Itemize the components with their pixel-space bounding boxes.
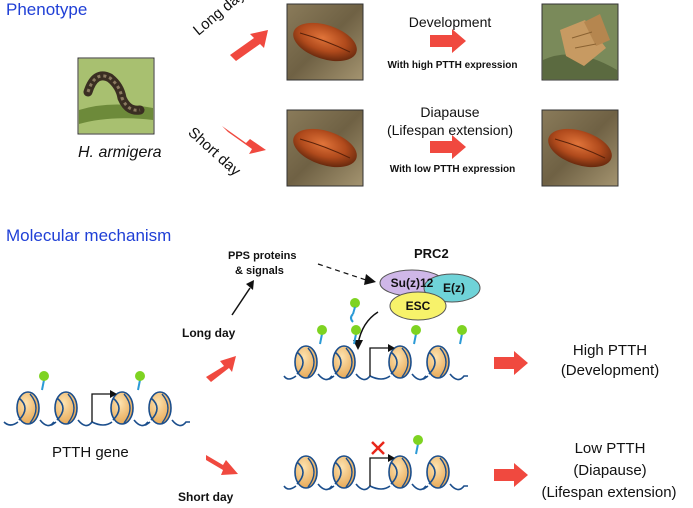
promoter-arrow — [369, 347, 388, 376]
mech-arrow-low — [494, 463, 528, 487]
arrow-long-day — [230, 30, 268, 61]
high-ptth-label: High PTTH — [572, 342, 648, 359]
methyl-mark — [39, 371, 49, 381]
suz12-label: Su(z)12 — [391, 276, 434, 290]
mechanism-title: Molecular mechanism — [6, 226, 172, 245]
development-label: Development — [408, 14, 492, 30]
dna-wrap — [334, 351, 342, 375]
pupa-photo-short — [286, 109, 364, 187]
promoter-arrowhead — [388, 344, 395, 352]
dna-wrap — [112, 397, 120, 421]
esc-label: ESC — [406, 299, 431, 313]
dna-wrap — [161, 393, 169, 424]
long-day-to-pps-arrowhead — [246, 280, 254, 290]
prc2-label: PRC2 — [414, 246, 449, 261]
promoter-arrowhead — [388, 454, 395, 462]
dna-wrap — [401, 347, 409, 378]
methyl-tail — [459, 333, 463, 345]
arrow-diapause — [430, 135, 466, 159]
dna-wrap — [439, 457, 447, 488]
phenotype-title: Phenotype — [6, 0, 88, 19]
dna-wrap — [428, 461, 436, 485]
dna-wrap — [18, 397, 26, 421]
dna-wrap — [334, 461, 342, 485]
caterpillar-photo — [77, 57, 155, 135]
mech-arrow-short-day — [206, 455, 238, 475]
dna-wrap — [390, 461, 398, 485]
methyl-mark — [457, 325, 467, 335]
promoter-arrow — [369, 457, 388, 486]
lifespan-label: (Lifespan extension) — [386, 122, 514, 138]
mech-long-day-label: Long day — [182, 326, 236, 340]
mech-arrow-long-day — [206, 356, 236, 382]
chromatin-short-day — [283, 435, 468, 491]
pps-dashed-arrow — [317, 263, 367, 281]
long-day-to-pps-arrow — [231, 287, 251, 316]
high-ptth-dev-label: (Development) — [560, 362, 660, 379]
dna-wrap — [307, 347, 315, 378]
dna-wrap — [345, 457, 353, 488]
methyl-tail — [413, 333, 417, 345]
pps-line1: PPS proteins — [228, 250, 297, 262]
promoter-arrowhead — [110, 390, 117, 398]
dna-wrap — [29, 393, 37, 424]
high-expression-note: With high PTTH expression — [387, 60, 518, 71]
methyl-mark — [135, 371, 145, 381]
pupa-photo-long — [286, 3, 364, 81]
prc2-complex: Su(z)12 E(z) ESC — [379, 269, 481, 321]
pupa-photo-diapause — [541, 109, 619, 187]
arrow-development — [430, 29, 466, 53]
methyl-tail — [415, 443, 419, 455]
dna-wrap — [439, 347, 447, 378]
prc2-recruit-arrowhead — [353, 340, 363, 350]
block-x-line — [371, 441, 385, 455]
methyl-mark — [317, 325, 327, 335]
methyl-mark — [351, 325, 361, 335]
low-expression-note: With low PTTH expression — [389, 164, 516, 175]
mech-arrow-high — [494, 351, 528, 375]
chromatin-long-day — [283, 325, 468, 381]
methyl-tail — [319, 333, 323, 345]
dna-wrap — [67, 393, 75, 424]
species-label: H. armigera — [78, 144, 162, 161]
ez-label: E(z) — [443, 281, 465, 295]
promoter-arrow — [91, 393, 110, 422]
diapause-label: Diapause — [420, 104, 480, 120]
free-methyl-mark — [350, 298, 360, 323]
pps-dashed-arrowhead — [364, 274, 376, 285]
dna-wrap — [296, 351, 304, 375]
methyl-mark — [413, 435, 423, 445]
dna-wrap — [401, 457, 409, 488]
pps-line2: & signals — [235, 265, 284, 277]
chromatin-layer — [3, 325, 468, 491]
prc2-recruit-arrow — [357, 311, 379, 345]
chromatin-ptth-gene — [3, 371, 190, 427]
methyl-tail — [41, 379, 45, 391]
gene-label: PTTH gene — [52, 444, 129, 461]
low-ptth-lifespan-label: (Lifespan extension) — [541, 484, 677, 501]
dna-wrap — [428, 351, 436, 375]
methyl-mark — [411, 325, 421, 335]
low-ptth-diapause-label: (Diapause) — [573, 462, 647, 479]
methyl-tail — [353, 333, 357, 345]
moth-photo — [541, 3, 619, 81]
arrow-short-day — [222, 126, 266, 154]
dna-wrap — [150, 397, 158, 421]
methyl-tail — [137, 379, 141, 391]
dna-wrap — [390, 351, 398, 375]
dna-wrap — [307, 457, 315, 488]
mech-short-day-label: Short day — [178, 490, 234, 504]
dna-wrap — [56, 397, 64, 421]
low-ptth-label: Low PTTH — [574, 440, 646, 457]
dna-wrap — [123, 393, 131, 424]
dna-wrap — [345, 347, 353, 378]
dna-wrap — [296, 461, 304, 485]
